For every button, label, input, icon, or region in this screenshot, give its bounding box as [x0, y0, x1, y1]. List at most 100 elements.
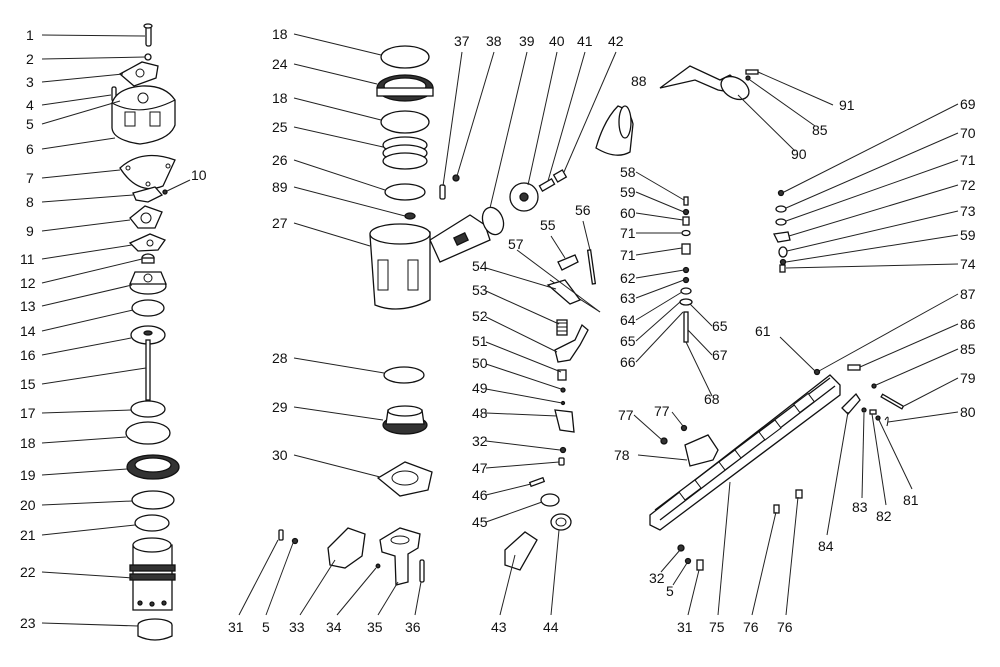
part-61-screw [813, 368, 821, 376]
label-p71b: 71 [620, 247, 636, 263]
part-20-o-ring [131, 490, 175, 510]
label-p42: 42 [608, 33, 624, 49]
label-p56: 56 [575, 202, 591, 218]
part-15-driver-blade [145, 339, 151, 401]
label-p36: 36 [405, 619, 421, 635]
label-p80: 80 [960, 404, 976, 420]
label-p43: 43 [491, 619, 507, 635]
part-71c-o-ring [775, 218, 787, 226]
part-54-trigger-housing [546, 279, 582, 305]
part-91-screw [745, 69, 759, 75]
part-37-bolt [439, 184, 446, 200]
label-p22: 22 [20, 564, 36, 580]
label-p35: 35 [367, 619, 383, 635]
part-64-o-ring [680, 287, 692, 295]
label-p76b: 76 [777, 619, 793, 635]
label-p5c: 5 [666, 583, 674, 599]
label-p19: 19 [20, 467, 36, 483]
label-p8: 8 [26, 194, 34, 210]
part-28-o-ring [383, 366, 425, 384]
label-p5b: 5 [262, 619, 270, 635]
label-p12: 12 [20, 275, 36, 291]
label-p27: 27 [272, 215, 288, 231]
part-2-washer [144, 53, 152, 61]
label-p65b: 65 [620, 333, 636, 349]
part-74-pin [779, 264, 786, 273]
part-16-piston [130, 325, 166, 345]
part-19-bumper [126, 454, 180, 480]
part-43-wing-bracket [504, 531, 538, 571]
part-11-plate [128, 233, 167, 252]
part-83-ball [861, 407, 867, 413]
label-p32b: 32 [649, 570, 665, 586]
part-70-o-ring [775, 205, 787, 213]
label-p15: 15 [20, 376, 36, 392]
label-p1: 1 [26, 27, 34, 43]
label-p18c: 18 [272, 90, 288, 106]
part-25-spring [382, 136, 428, 170]
label-p89: 89 [272, 179, 288, 195]
part-84-latch [841, 392, 861, 415]
part-72-clip [773, 231, 791, 243]
part-17-o-ring [130, 400, 166, 418]
label-p71c: 71 [960, 152, 976, 168]
label-p86: 86 [960, 316, 976, 332]
label-p85a: 85 [812, 122, 828, 138]
label-p39: 39 [519, 33, 535, 49]
part-30-gasket [376, 461, 433, 497]
part-32a-pin [559, 446, 567, 454]
label-p26: 26 [272, 152, 288, 168]
label-p13: 13 [20, 298, 36, 314]
part-71a-o-ring [681, 229, 691, 237]
part-77b-screw [680, 424, 688, 432]
part-62-ring [682, 266, 690, 274]
part-90-handle-bracket [659, 65, 750, 101]
part-32b-pin [677, 544, 685, 552]
label-p78: 78 [614, 447, 630, 463]
label-p64: 64 [620, 312, 636, 328]
part-67-pin [683, 311, 689, 343]
part-55-trigger-spring [557, 254, 579, 271]
label-p53: 53 [472, 282, 488, 298]
part-47-pin [558, 457, 565, 466]
label-p55: 55 [540, 217, 556, 233]
part-number-labels: 1 2 3 4 5 6 7 8 9 10 11 12 13 14 16 15 1… [20, 26, 976, 635]
label-p61: 61 [755, 323, 771, 339]
label-p29: 29 [272, 399, 288, 415]
part-1-screw [143, 23, 153, 47]
label-p77b: 77 [654, 403, 670, 419]
part-5c-washer [684, 557, 692, 565]
part-77a-screw [660, 437, 668, 445]
label-p40: 40 [549, 33, 565, 49]
label-p85b: 85 [960, 341, 976, 357]
part-79-pin [880, 393, 905, 410]
part-59a-nut [682, 208, 690, 216]
label-p67: 67 [712, 347, 728, 363]
part-23-ring [137, 618, 173, 641]
label-p2: 2 [26, 51, 34, 67]
label-p5a: 5 [26, 116, 34, 132]
label-p77a: 77 [618, 407, 634, 423]
label-p58: 58 [620, 164, 636, 180]
label-p28: 28 [272, 350, 288, 366]
label-p84: 84 [818, 538, 834, 554]
label-p50: 50 [472, 355, 488, 371]
label-p59a: 59 [620, 184, 636, 200]
label-p31b: 31 [677, 619, 693, 635]
part-40-fan [509, 182, 539, 212]
label-p4: 4 [26, 97, 34, 113]
label-p65a: 65 [712, 318, 728, 334]
part-5b-washer [291, 537, 299, 545]
part-76a-pin [773, 504, 780, 514]
label-p59b: 59 [960, 227, 976, 243]
part-58-pin [683, 196, 689, 206]
part-85b-washer [871, 383, 877, 389]
label-p34: 34 [326, 619, 342, 635]
part-drawings [111, 23, 905, 641]
label-p20: 20 [20, 497, 36, 513]
part-52-trigger [554, 323, 589, 363]
part-12-nut [141, 253, 155, 264]
label-p70: 70 [960, 125, 976, 141]
label-p69: 69 [960, 96, 976, 112]
leader-lines [41, 33, 959, 627]
